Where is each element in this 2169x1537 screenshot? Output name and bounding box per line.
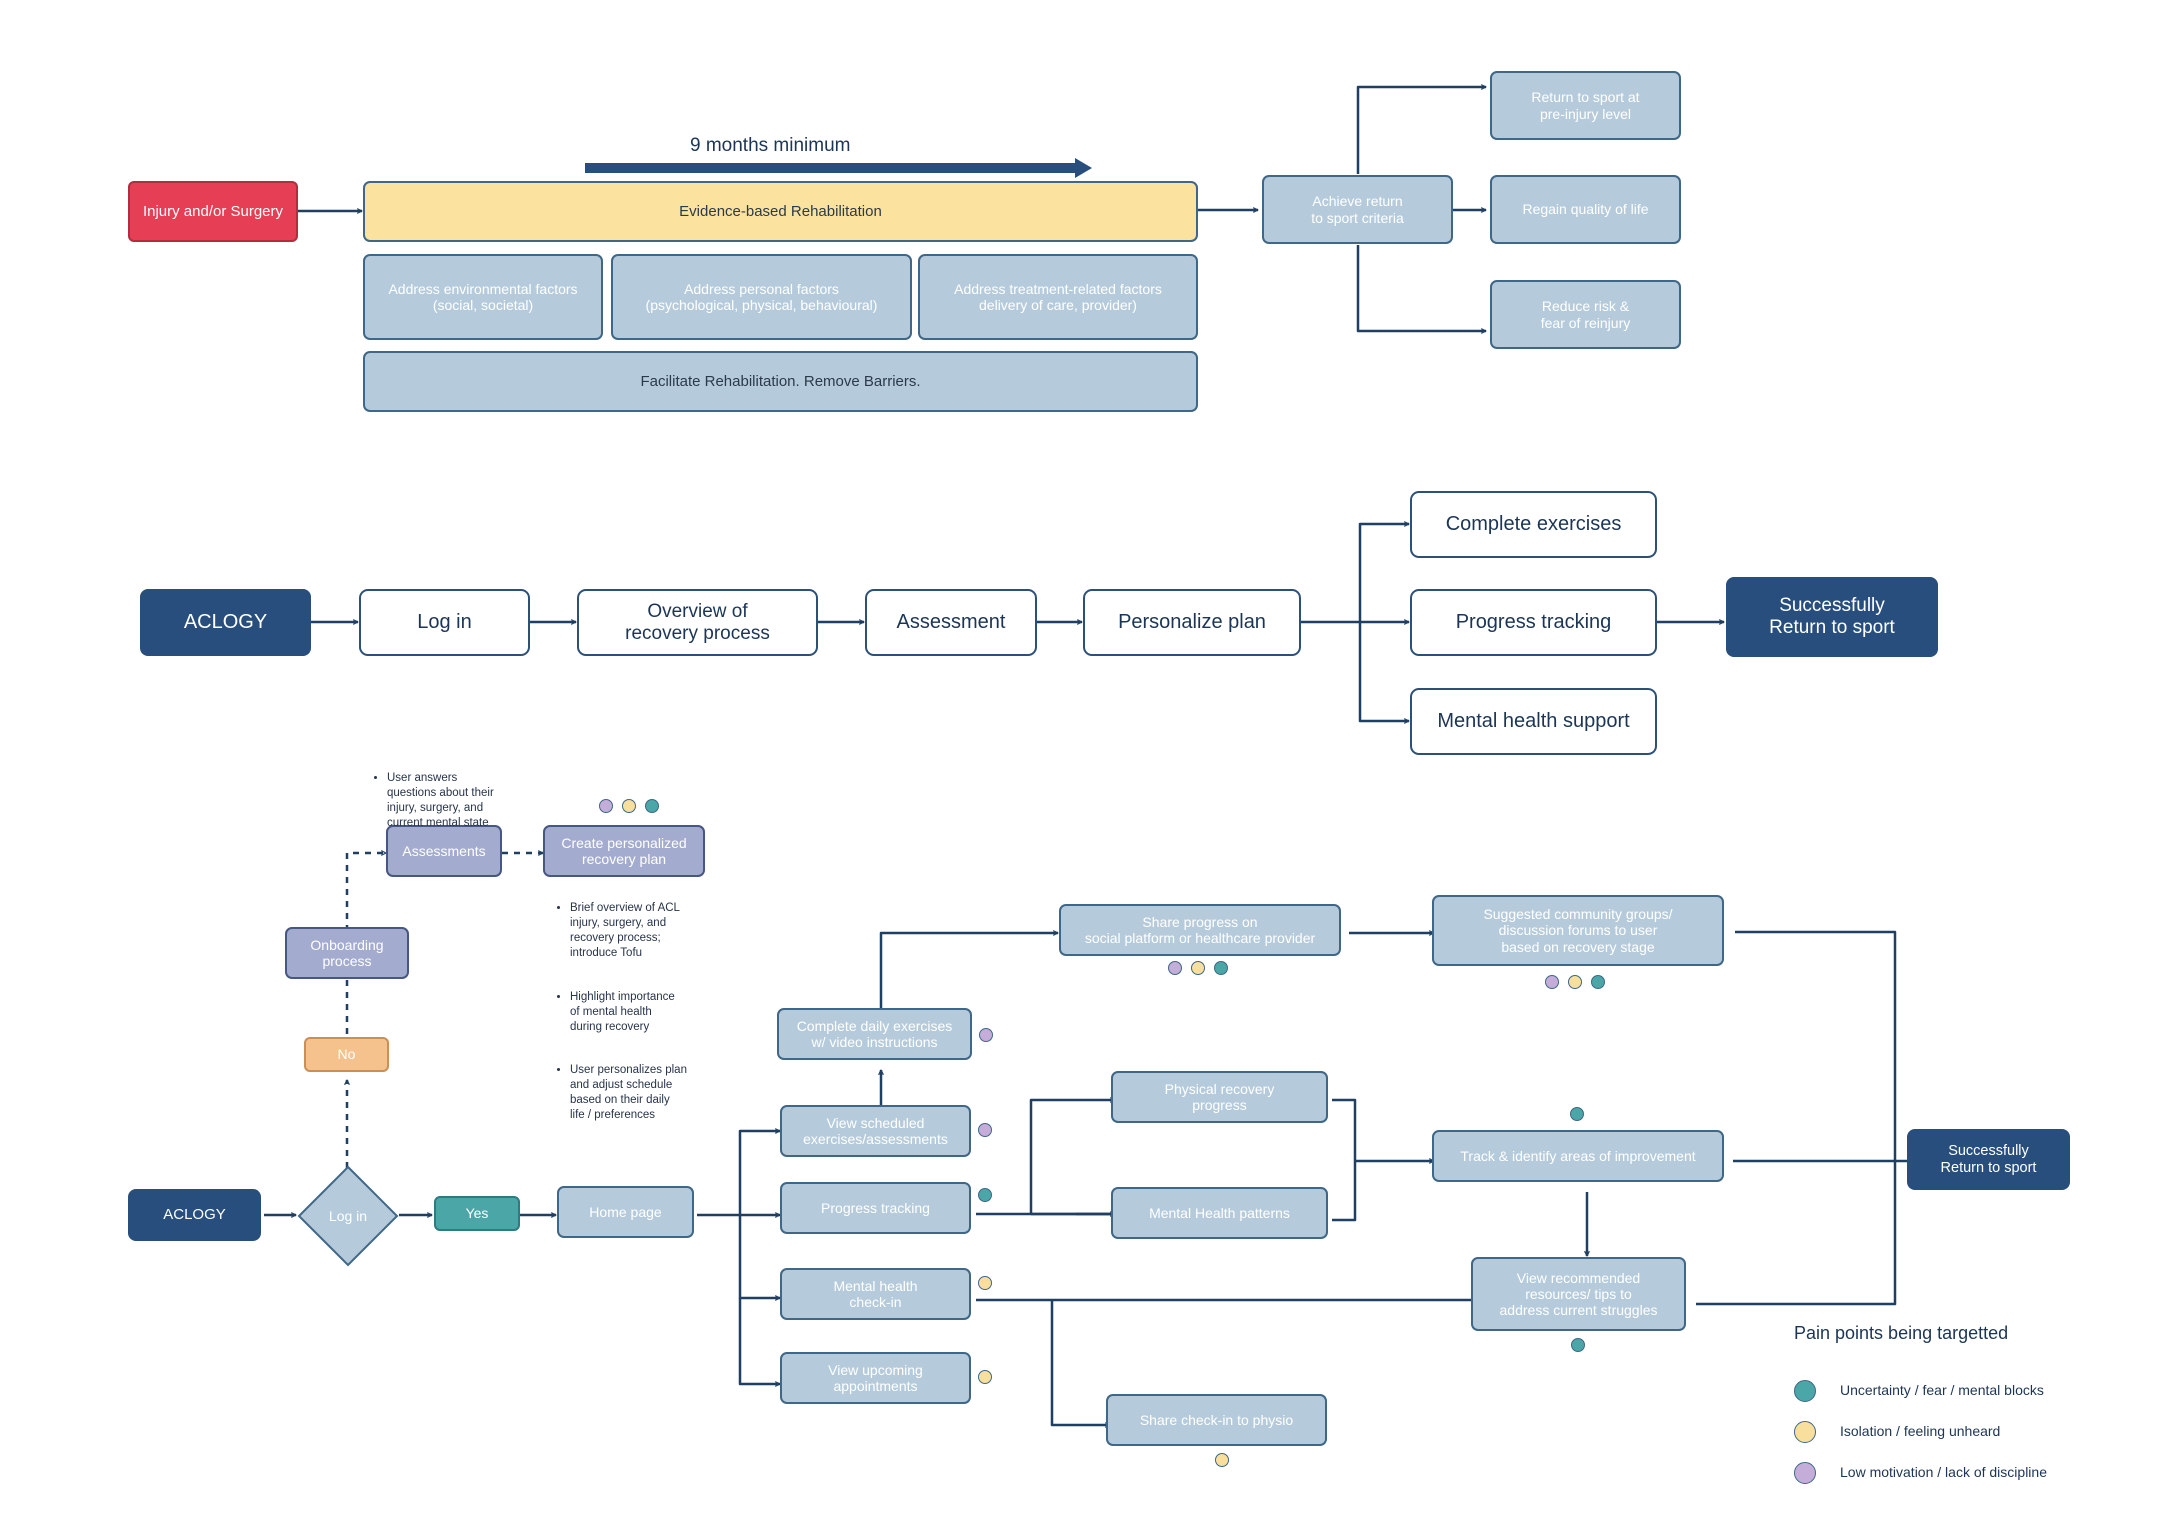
- pain-dot-yellow: [1191, 961, 1205, 975]
- pain-dot-yellow: [1215, 1453, 1229, 1467]
- physical-progress-box[interactable]: Physical recovery progress: [1111, 1071, 1328, 1123]
- plan-notes: Brief overview of ACL injury, surgery, a…: [556, 886, 730, 1152]
- assessments-note: User answers questions about their injur…: [387, 771, 537, 831]
- aclogy-bottom-box[interactable]: ACLOGY: [128, 1189, 261, 1241]
- no-pill[interactable]: No: [304, 1037, 389, 1072]
- daily-exercises-box[interactable]: Complete daily exercises w/ video instru…: [777, 1008, 972, 1060]
- outcome-risk-box[interactable]: Reduce risk & fear of reinjury: [1490, 280, 1681, 349]
- legend-dot-yellow: [1794, 1421, 1816, 1443]
- progress-tracking-box[interactable]: Progress tracking: [1410, 589, 1657, 656]
- home-page-box[interactable]: Home page: [557, 1186, 694, 1238]
- onboarding-box[interactable]: Onboarding process: [285, 927, 409, 979]
- legend-dot-purple: [1794, 1462, 1816, 1484]
- track-improvement-box[interactable]: Track & identify areas of improvement: [1432, 1130, 1724, 1182]
- treatment-factors-box[interactable]: Address treatment-related factors delive…: [918, 254, 1198, 340]
- pain-dot-purple: [599, 799, 613, 813]
- pain-dot-teal: [978, 1188, 992, 1202]
- pain-dot-yellow: [978, 1370, 992, 1384]
- outcome-quality-box[interactable]: Regain quality of life: [1490, 175, 1681, 244]
- plan-note: User personalizes plan and adjust schedu…: [570, 1063, 730, 1123]
- assessment-box[interactable]: Assessment: [865, 589, 1037, 656]
- login-diamond[interactable]: [297, 1165, 399, 1267]
- pain-dot-teal: [1571, 1338, 1585, 1352]
- community-box[interactable]: Suggested community groups/ discussion f…: [1432, 895, 1724, 966]
- success-bottom-box[interactable]: Successfully Return to sport: [1907, 1129, 2070, 1190]
- legend-dot-teal: [1794, 1380, 1816, 1402]
- pain-dot-yellow: [978, 1276, 992, 1290]
- legend-label-uncertainty: Uncertainty / fear / mental blocks: [1840, 1382, 2044, 1398]
- pain-dot-purple: [1168, 961, 1182, 975]
- legend-label-isolation: Isolation / feeling unheard: [1840, 1423, 2001, 1439]
- share-progress-box[interactable]: Share progress on social platform or hea…: [1059, 904, 1341, 956]
- mh-patterns-box[interactable]: Mental Health patterns: [1111, 1187, 1328, 1239]
- resources-box[interactable]: View recommended resources/ tips to addr…: [1471, 1257, 1686, 1331]
- appointments-box[interactable]: View upcoming appointments: [780, 1352, 971, 1404]
- facilitate-box[interactable]: Facilitate Rehabilitation. Remove Barrie…: [363, 351, 1198, 412]
- assessments-notes: User answers questions about their injur…: [373, 756, 537, 860]
- aclogy-box[interactable]: ACLOGY: [140, 589, 311, 656]
- personalize-box[interactable]: Personalize plan: [1083, 589, 1301, 656]
- progress-tracking-bottom-box[interactable]: Progress tracking: [780, 1182, 971, 1234]
- pain-dot-purple: [1545, 975, 1559, 989]
- mental-checkin-box[interactable]: Mental health check-in: [780, 1268, 971, 1320]
- injury-box[interactable]: Injury and/or Surgery: [128, 181, 298, 242]
- plan-note: Brief overview of ACL injury, surgery, a…: [570, 901, 730, 961]
- success-box[interactable]: Successfully Return to sport: [1726, 577, 1938, 657]
- pain-dot-yellow: [1568, 975, 1582, 989]
- mental-health-box[interactable]: Mental health support: [1410, 688, 1657, 755]
- env-factors-box[interactable]: Address environmental factors (social, s…: [363, 254, 603, 340]
- pain-dot-purple: [978, 1123, 992, 1137]
- personal-factors-box[interactable]: Address personal factors (psychological,…: [611, 254, 912, 340]
- login-diamond-label: Log in: [328, 1207, 368, 1224]
- plan-note: Highlight importance of mental health du…: [570, 990, 730, 1035]
- complete-exercises-box[interactable]: Complete exercises: [1410, 491, 1657, 558]
- overview-box[interactable]: Overview of recovery process: [577, 589, 818, 656]
- create-plan-box[interactable]: Create personalized recovery plan: [543, 825, 705, 877]
- pain-dot-yellow: [622, 799, 636, 813]
- legend-label-motivation: Low motivation / lack of discipline: [1840, 1464, 2047, 1480]
- pain-dot-teal: [645, 799, 659, 813]
- pain-dot-teal: [1570, 1107, 1584, 1121]
- timeline-label: 9 months minimum: [690, 135, 851, 156]
- assessments-box[interactable]: Assessments: [386, 825, 502, 877]
- criteria-box[interactable]: Achieve return to sport criteria: [1262, 175, 1453, 244]
- yes-pill[interactable]: Yes: [434, 1196, 520, 1231]
- pain-dot-purple: [979, 1028, 993, 1042]
- pain-dot-teal: [1591, 975, 1605, 989]
- rehab-box[interactable]: Evidence-based Rehabilitation: [363, 181, 1198, 242]
- legend-title: Pain points being targetted: [1794, 1323, 2009, 1343]
- scheduled-box[interactable]: View scheduled exercises/assessments: [780, 1105, 971, 1157]
- login-box[interactable]: Log in: [359, 589, 530, 656]
- pain-dot-teal: [1214, 961, 1228, 975]
- outcome-return-box[interactable]: Return to sport at pre-injury level: [1490, 71, 1681, 140]
- share-checkin-box[interactable]: Share check-in to physio: [1106, 1394, 1327, 1446]
